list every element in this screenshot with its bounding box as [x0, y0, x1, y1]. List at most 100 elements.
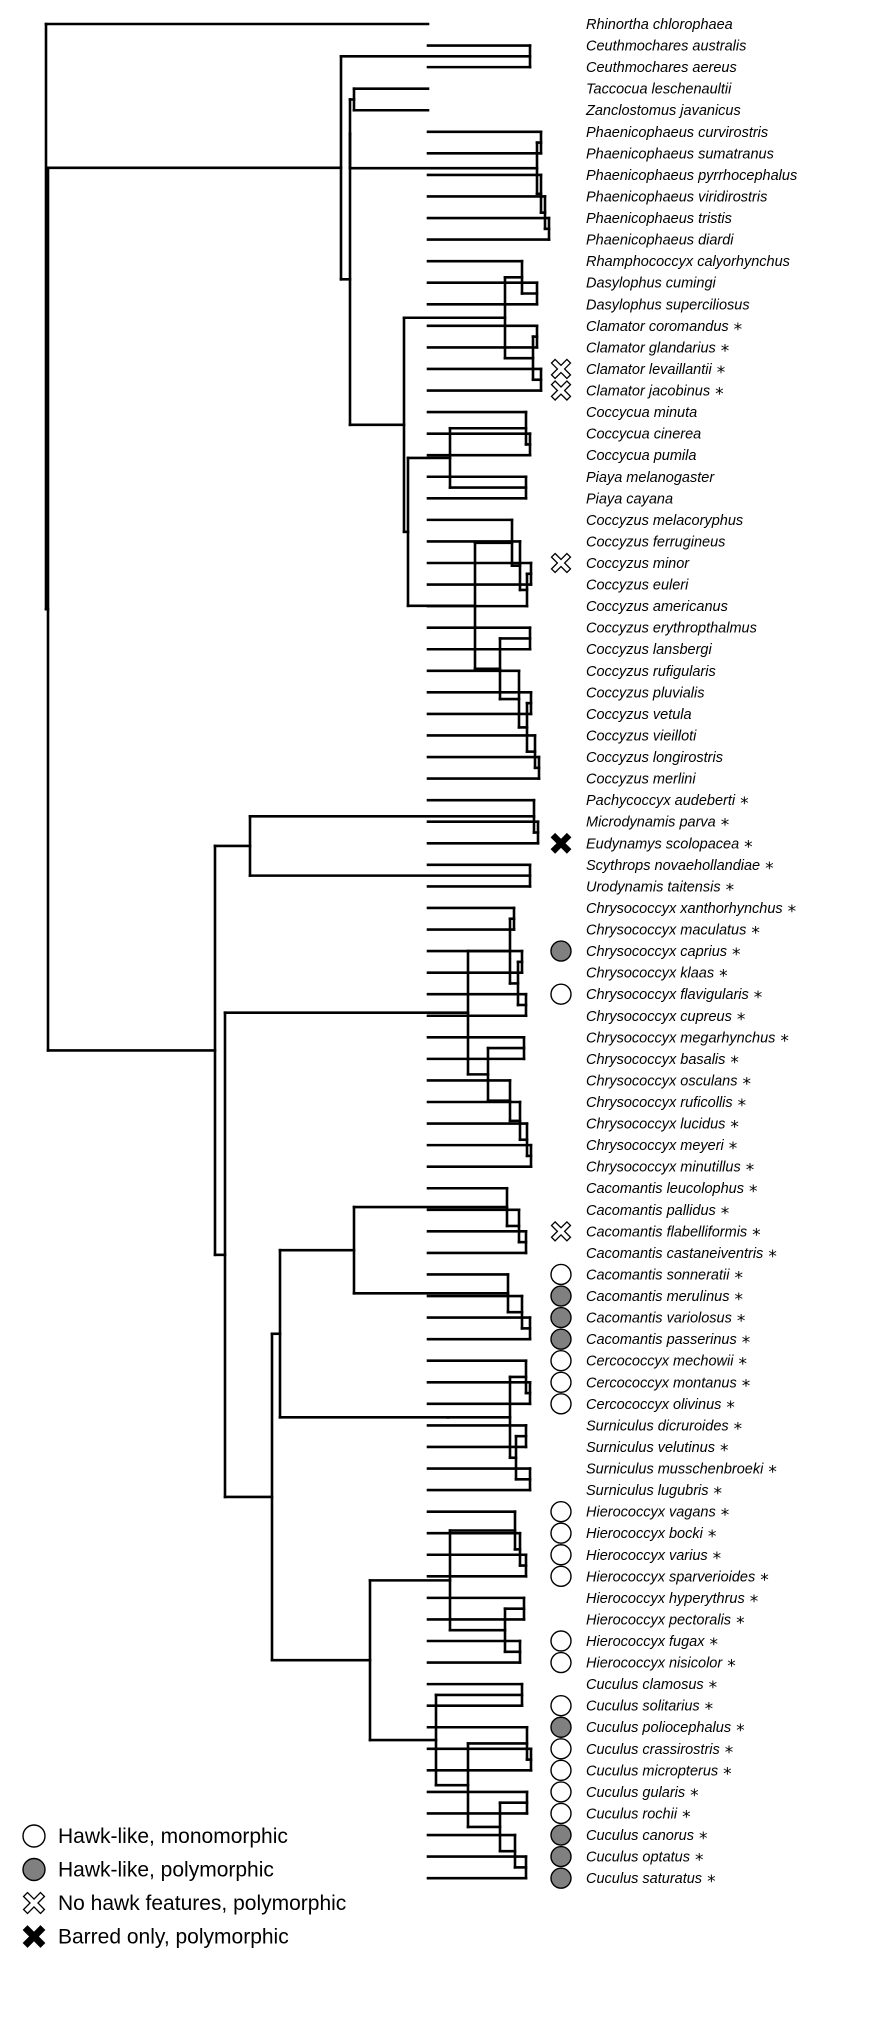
species-name: Cuculus canorus	[586, 1828, 694, 1844]
asterisk-icon: *	[726, 880, 735, 900]
open-circle-icon	[550, 1781, 572, 1803]
open-circle-icon	[550, 1759, 572, 1782]
species-name: Hierococcyx hyperythrus	[586, 1591, 745, 1607]
asterisk-icon: *	[765, 859, 774, 879]
tip-label: Coccyzus americanus	[586, 599, 728, 615]
asterisk-icon: *	[699, 1829, 708, 1849]
asterisk-icon: *	[732, 945, 741, 965]
tip-label: Cuculus saturatus*	[586, 1871, 716, 1892]
tip-label: Cuculus poliocephalus*	[586, 1720, 745, 1741]
species-name: Surniculus dicruroides	[586, 1418, 729, 1434]
species-name: Cercococcyx montanus	[586, 1375, 737, 1391]
species-name: Cercococcyx mechowii	[586, 1354, 734, 1370]
species-name: Dasylophus superciliosus	[586, 297, 750, 313]
species-name: Cuculus crassirostris	[586, 1742, 720, 1758]
open-circle-icon	[550, 1565, 572, 1588]
grey-circle-icon	[550, 1867, 572, 1889]
asterisk-icon: *	[729, 1139, 738, 1159]
tip-label: Taccocua leschenaultii	[586, 82, 732, 98]
tip-label: Coccycua minuta	[586, 405, 697, 421]
species-name: Chrysococcyx meyeri	[586, 1138, 725, 1154]
tip-label: Clamator glandarius*	[586, 340, 729, 361]
tip-label: Cuculus clamosus*	[586, 1677, 717, 1698]
legend-label: No hawk features, polymorphic	[58, 1892, 346, 1915]
species-name: Clamator coromandus	[586, 319, 729, 335]
species-name: Cercococcyx olivinus	[586, 1397, 721, 1413]
species-name: Chrysococcyx flavigularis	[586, 987, 749, 1003]
tip-label: Dasylophus cumingi	[586, 276, 717, 292]
species-name: Hierococcyx varius	[586, 1548, 708, 1564]
legend-label: Barred only, polymorphic	[58, 1926, 289, 1949]
tip-label: Zanclostomus javanicus	[585, 103, 741, 119]
tip-label: Cacomantis passerinus*	[586, 1332, 750, 1353]
species-name: Chrysococcyx basalis	[586, 1052, 725, 1068]
species-name: Phaenicophaeus curvirostris	[586, 125, 768, 141]
grey-circle-icon	[550, 1716, 572, 1738]
species-name: Surniculus lugubris	[586, 1483, 709, 1499]
tip-label: Surniculus velutinus*	[586, 1440, 728, 1461]
tip-label: Coccyzus pluvialis	[586, 685, 704, 701]
open-cross-icon	[550, 552, 572, 574]
open-circle-icon	[550, 1651, 572, 1674]
species-name: Clamator levaillantii	[586, 362, 712, 378]
solid-cross-icon	[550, 832, 572, 854]
asterisk-icon: *	[721, 1506, 730, 1526]
tip-label: Coccyzus euleri	[586, 578, 689, 594]
tip-label: Phaenicophaeus curvirostris	[586, 125, 768, 141]
species-name: Hierococcyx bocki	[586, 1526, 704, 1542]
tip-label: Chrysococcyx basalis*	[586, 1052, 739, 1073]
asterisk-icon: *	[719, 967, 728, 987]
tip-label: Cercococcyx mechowii*	[586, 1354, 747, 1375]
species-name: Eudynamys scolopacea	[586, 836, 739, 852]
asterisk-icon: *	[730, 1118, 739, 1138]
species-name: Cacomantis sonneratii	[586, 1267, 730, 1283]
tip-label: Coccyzus longirostris	[586, 750, 723, 766]
asterisk-icon: *	[721, 816, 730, 836]
tip-label: Dasylophus superciliosus	[586, 297, 750, 313]
asterisk-icon: *	[738, 1096, 747, 1116]
species-name: Phaenicophaeus viridirostris	[586, 189, 767, 205]
species-name: Cuculus optatus	[586, 1850, 690, 1866]
asterisk-icon: *	[768, 1463, 777, 1483]
asterisk-icon: *	[734, 1290, 743, 1310]
tip-label: Chrysococcyx osculans*	[586, 1073, 751, 1094]
species-name: Zanclostomus javanicus	[585, 103, 741, 119]
asterisk-icon: *	[744, 837, 753, 857]
species-name: Cuculus saturatus	[586, 1871, 702, 1887]
tip-label: Cuculus micropterus*	[586, 1763, 732, 1784]
tip-label: Coccycua pumila	[586, 448, 696, 464]
species-name: Piaya cayana	[586, 491, 673, 507]
species-name: Cuculus clamosus	[586, 1677, 704, 1693]
tip-label: Hierococcyx varius*	[586, 1548, 721, 1569]
tip-label: Coccyzus melacoryphus	[586, 513, 743, 529]
species-name: Pachycoccyx audeberti	[586, 793, 736, 809]
tip-label: Coccyzus minor	[586, 556, 690, 572]
species-name: Taccocua leschenaultii	[586, 82, 732, 98]
legend-item: Hawk-like, monomorphic	[22, 1824, 288, 1848]
species-name: Coccyzus lansbergi	[586, 642, 712, 658]
tip-label: Rhamphococcyx calyorhynchus	[586, 254, 790, 270]
species-name: Cacomantis merulinus	[586, 1289, 729, 1305]
asterisk-icon: *	[788, 902, 797, 922]
tip-label: Chrysococcyx lucidus*	[586, 1117, 739, 1138]
tip-label: Scythrops novaehollandiae*	[586, 858, 774, 879]
asterisk-icon: *	[780, 1031, 789, 1051]
species-name: Surniculus musschenbroeki	[586, 1462, 764, 1478]
tip-label: Rhinortha chlorophaea	[586, 17, 733, 33]
open-circle-icon	[22, 1824, 46, 1848]
asterisk-icon: *	[736, 1613, 745, 1633]
tip-label: Cercococcyx olivinus*	[586, 1397, 735, 1418]
open-circle-icon	[550, 1630, 572, 1652]
species-name: Surniculus velutinus	[586, 1440, 715, 1456]
grey-circle-icon	[550, 1824, 572, 1846]
species-name: Coccyzus ferrugineus	[586, 534, 725, 550]
tip-label: Cacomantis variolosus*	[586, 1311, 745, 1332]
tip-label: Chrysococcyx klaas*	[586, 966, 728, 987]
tip-label: Hierococcyx fugax*	[586, 1634, 718, 1655]
species-name: Coccyzus erythropthalmus	[586, 621, 757, 637]
species-name: Cuculus micropterus	[586, 1763, 718, 1779]
asterisk-icon: *	[754, 988, 763, 1008]
tip-label: Coccyzus ferrugineus	[586, 534, 725, 550]
tip-label: Chrysococcyx maculatus*	[586, 923, 760, 944]
